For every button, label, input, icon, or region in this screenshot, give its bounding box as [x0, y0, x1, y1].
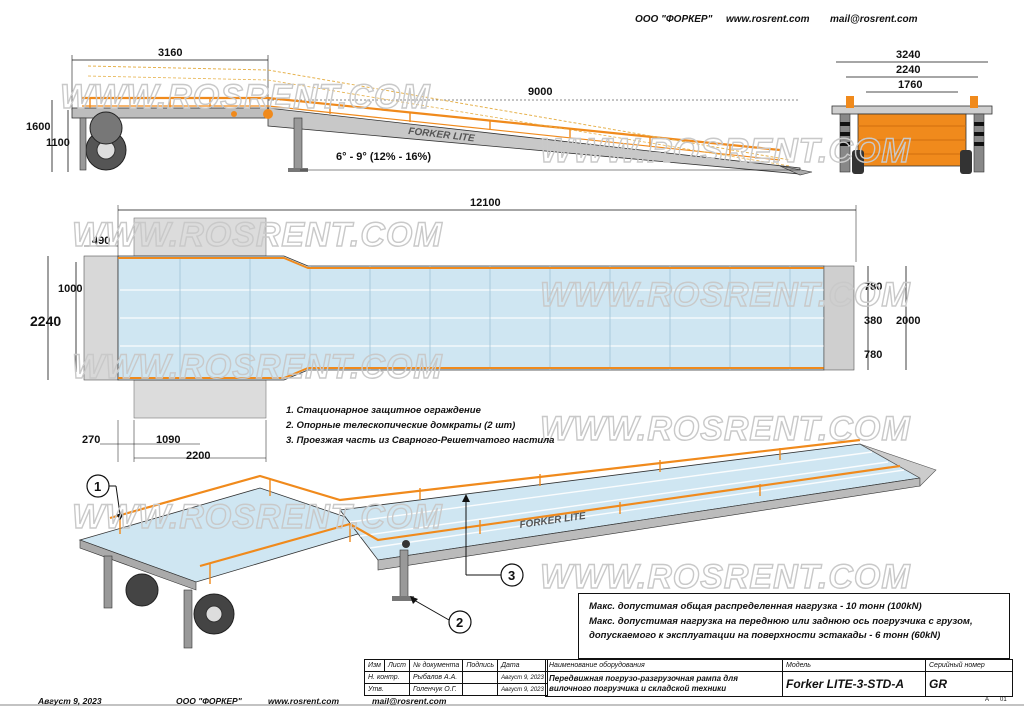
dim-platform-len: 2200	[186, 450, 210, 462]
side-railing-top	[82, 96, 781, 152]
sheet-format: A	[985, 697, 990, 703]
spec-line-3: допускаемого к эксплуатации на поверхнос…	[589, 630, 941, 641]
footer-website: www.rosrent.com	[268, 696, 340, 706]
footer-email: mail@rosrent.com	[372, 696, 447, 706]
watermarks: WWW.ROSRENT.COM WWW.ROSRENT.COM WWW.ROSR…	[59, 77, 911, 596]
dim-platform-width: 2240	[30, 313, 61, 329]
side-jack	[293, 117, 303, 171]
dim-front-inner: 1760	[898, 79, 922, 91]
top-view: 12100 490	[30, 197, 920, 462]
svg-text:WWW.ROSRENT.COM: WWW.ROSRENT.COM	[540, 410, 911, 448]
dim-platform-length: 3160	[158, 47, 182, 59]
dim-offset: 490	[92, 235, 110, 247]
iso-jack	[399, 549, 409, 599]
model-value: Forker LITE-3-STD-A	[782, 671, 926, 697]
sheet-number: 01	[1000, 697, 1007, 703]
dim-height-min: 1100	[46, 137, 70, 149]
footer-date: Август 9, 2023	[38, 696, 102, 706]
dim-ramp-side-b: 780	[864, 349, 882, 361]
dim-platform-inner: 1000	[58, 283, 82, 295]
iso-leg-front	[103, 555, 113, 609]
svg-text:WWW.ROSRENT.COM: WWW.ROSRENT.COM	[72, 498, 443, 536]
header-email: mail@rosrent.com	[830, 14, 918, 25]
side-wheel-rear	[89, 111, 123, 145]
dim-slope: 6° - 9° (12% - 16%)	[336, 151, 431, 163]
dim-lead-in: 270	[82, 434, 100, 446]
front-deck	[831, 105, 993, 115]
top-lip-plate	[823, 265, 855, 371]
svg-text:WWW.ROSRENT.COM: WWW.ROSRENT.COM	[72, 216, 443, 254]
spec-line-1: Макс. допустимая общая распределенная на…	[589, 601, 922, 612]
title-block-signatures: Изм Лист № документа Подпись Дата Н. кон…	[363, 659, 548, 696]
footer-company: ООО "ФОРКЕР"	[176, 696, 242, 706]
dim-front-overall: 3240	[896, 49, 920, 61]
callout-2	[448, 610, 472, 634]
legend-item-3: 3. Проезжая часть из Сварного-Решетчатог…	[286, 435, 555, 446]
top-railing-lower	[118, 367, 824, 379]
dim-section: 1090	[156, 434, 180, 446]
top-side-plate-lower	[133, 379, 267, 419]
serial-value: GR	[925, 671, 1013, 697]
spec-line-2: Макс. допустимая нагрузка на переднюю ил…	[589, 615, 973, 627]
top-side-plate-upper	[133, 217, 267, 257]
dim-height-max: 1600	[26, 121, 50, 133]
callouts: 1 2 3	[86, 474, 524, 634]
iso-view: FORKER LITE	[78, 438, 937, 649]
dim-ramp-width: 2000	[896, 315, 920, 327]
dim-front-mid: 2240	[896, 64, 920, 76]
iso-leg-rear	[183, 589, 193, 649]
side-railing-raised	[87, 65, 791, 161]
svg-text:WWW.ROSRENT.COM: WWW.ROSRENT.COM	[540, 132, 911, 170]
load-specs: Макс. допустимая общая распределенная на…	[578, 593, 1010, 659]
dim-ramp-length: 9000	[528, 86, 552, 98]
svg-text:1: 1	[94, 479, 101, 494]
top-railing-upper	[118, 257, 824, 269]
header-website: www.rosrent.com	[726, 14, 810, 25]
svg-text:WWW.ROSRENT.COM: WWW.ROSRENT.COM	[540, 276, 911, 314]
legend-item-1: 1. Стационарное защитное ограждение	[286, 405, 481, 416]
title-block-info: Наименование оборудования Модель Серийны…	[545, 659, 1013, 697]
iso-railing-near	[199, 464, 901, 568]
dim-ramp-side-a: 780	[864, 281, 882, 293]
iso-railing-far	[109, 438, 861, 520]
legend-list: 1. Стационарное защитное ограждение 2. О…	[286, 403, 554, 448]
legend-item-2: 2. Опорные телескопические домкраты (2 ш…	[286, 420, 516, 431]
iso-wheel-back	[125, 573, 159, 607]
svg-text:WWW.ROSRENT.COM: WWW.ROSRENT.COM	[72, 348, 443, 386]
side-view: 3160 9000 1600 1100	[26, 47, 813, 176]
dim-ramp-center: 380	[864, 315, 882, 327]
front-view: 3240 2240 1760	[831, 49, 993, 174]
dim-total-length: 12100	[470, 197, 501, 209]
svg-text:WWW.ROSRENT.COM: WWW.ROSRENT.COM	[540, 558, 911, 596]
svg-text:2: 2	[456, 615, 463, 630]
header-company: ООО "ФОРКЕР"	[635, 14, 713, 25]
svg-text:WWW.ROSRENT.COM: WWW.ROSRENT.COM	[60, 78, 431, 116]
svg-text:3: 3	[508, 568, 515, 583]
